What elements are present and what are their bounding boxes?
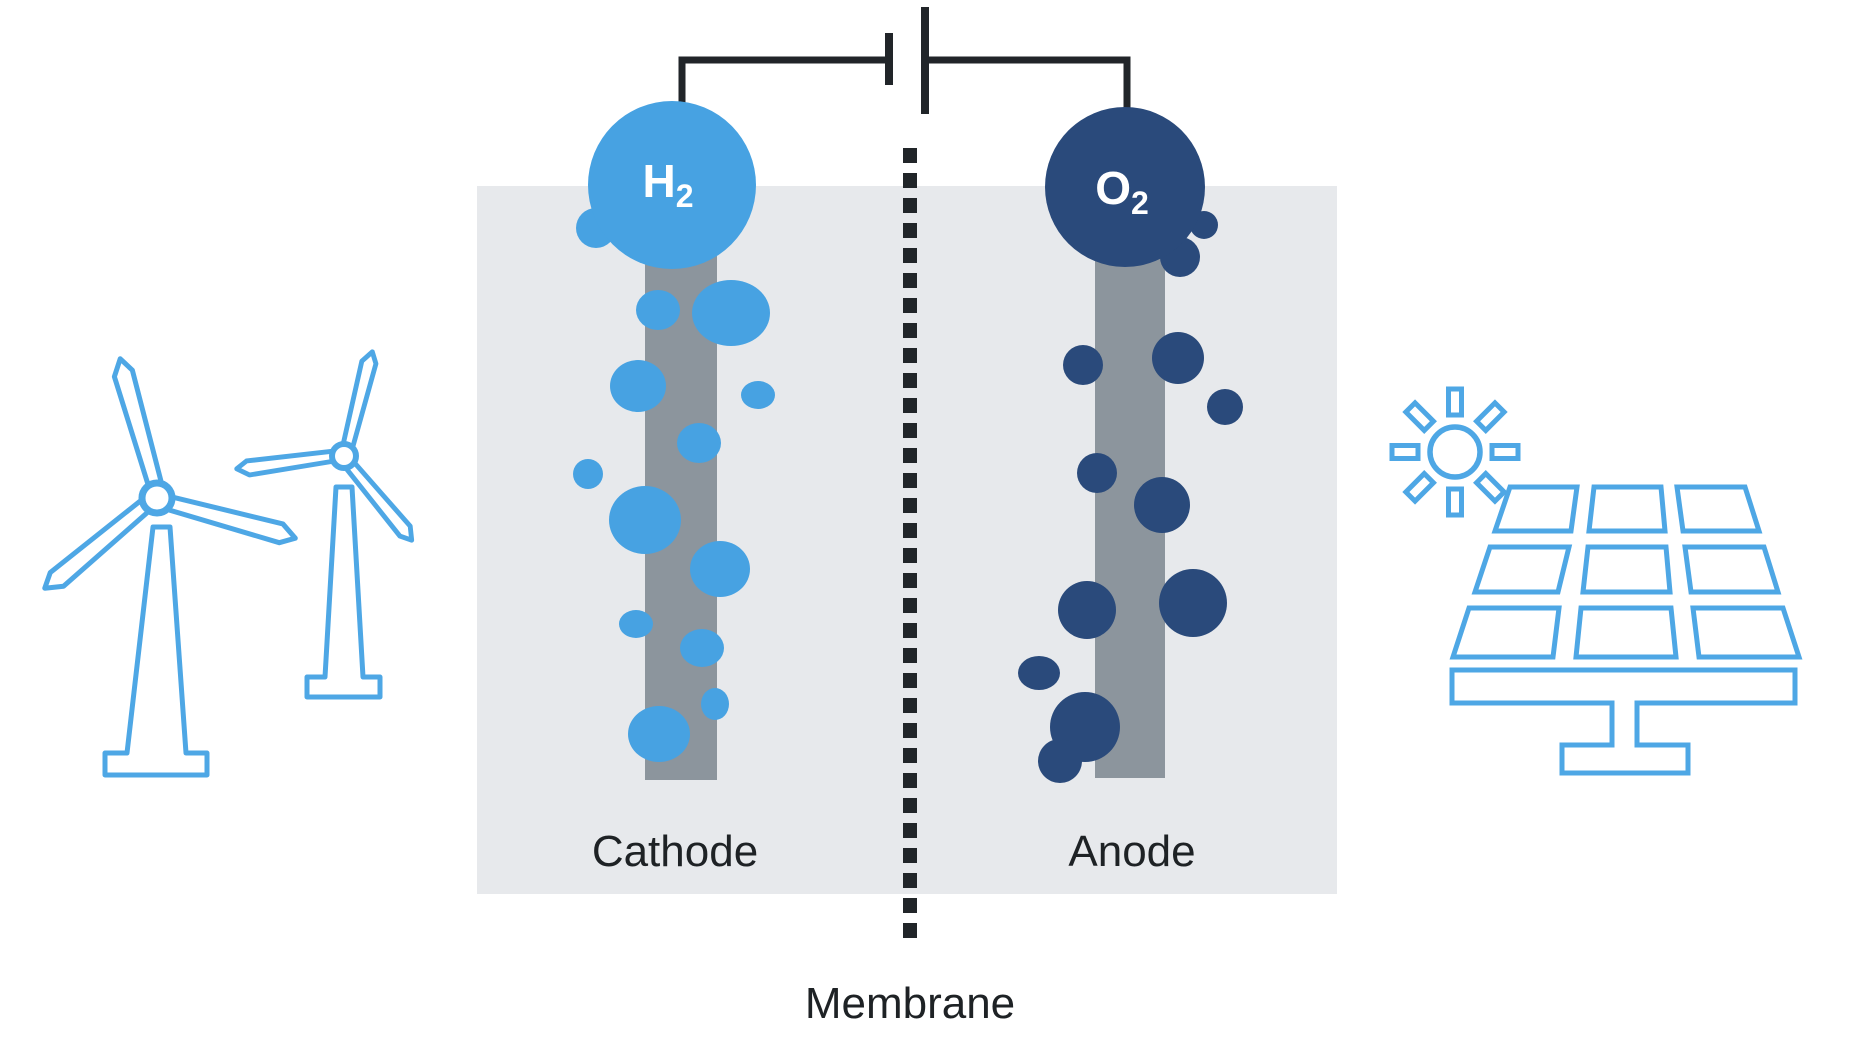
- hydrogen-bubble: [690, 541, 750, 597]
- wire-cathode: [678, 56, 886, 104]
- oxygen-bubble: [1134, 477, 1190, 533]
- hydrogen-bubble: [609, 486, 681, 554]
- oxygen-bubble: [1038, 739, 1082, 783]
- oxygen-bubble: [1077, 453, 1117, 493]
- turbine-hub: [138, 479, 176, 517]
- wind-turbine: [42, 356, 298, 778]
- turbine-hub: [329, 441, 359, 471]
- oxygen-bubble: [1207, 389, 1243, 425]
- solar-panel-stand: [1449, 667, 1798, 776]
- turbine-blade: [42, 494, 157, 591]
- battery-icon: [678, 7, 1131, 114]
- turbine-tower: [102, 524, 210, 778]
- hydrogen-bubble: [573, 459, 603, 489]
- sun-circle: [1427, 424, 1483, 480]
- wind-turbines-icon: [42, 349, 415, 778]
- hydrogen-bubble: [692, 280, 770, 346]
- hydrogen-gas-circle: [588, 101, 756, 269]
- cathode-label: Cathode: [592, 827, 758, 876]
- oxygen-bubble: [1018, 656, 1060, 690]
- wind-turbine: [234, 349, 415, 700]
- turbine-blade: [234, 448, 341, 478]
- oxygen-bubbles: [1018, 107, 1243, 783]
- turbine-blade: [111, 356, 166, 494]
- hydrogen-bubble: [677, 423, 721, 463]
- hydrogen-gas-label: H2: [642, 155, 693, 214]
- membrane-label: Membrane: [805, 979, 1015, 1028]
- oxygen-bubble: [1063, 345, 1103, 385]
- turbine-blade: [339, 349, 379, 455]
- oxygen-bubble: [1159, 569, 1227, 637]
- oxygen-gas-label: O2: [1095, 162, 1149, 221]
- oxygen-bubble: [1152, 332, 1204, 384]
- wire-anode: [928, 56, 1131, 110]
- oxygen-bubble: [1058, 581, 1116, 639]
- anode-label: Anode: [1068, 827, 1195, 876]
- solar-panel-icon: [1449, 484, 1803, 776]
- solar-cells: [1449, 484, 1803, 660]
- hydrogen-bubbles: [573, 101, 775, 762]
- hydrogen-bubble: [741, 381, 775, 409]
- hydrogen-bubble: [680, 629, 724, 667]
- oxygen-gas-circle: [1045, 107, 1205, 267]
- labels: Cathode Anode Membrane: [592, 827, 1196, 1028]
- hydrogen-bubble: [701, 688, 729, 720]
- hydrogen-bubble: [619, 610, 653, 638]
- hydrogen-bubble: [628, 706, 690, 762]
- sun-icon: [1389, 386, 1521, 518]
- hydrogen-bubble: [610, 360, 666, 412]
- hydrogen-bubble: [636, 290, 680, 330]
- turbine-tower: [304, 484, 383, 700]
- sun-rays: [1389, 386, 1521, 518]
- turbine-blade: [159, 493, 298, 546]
